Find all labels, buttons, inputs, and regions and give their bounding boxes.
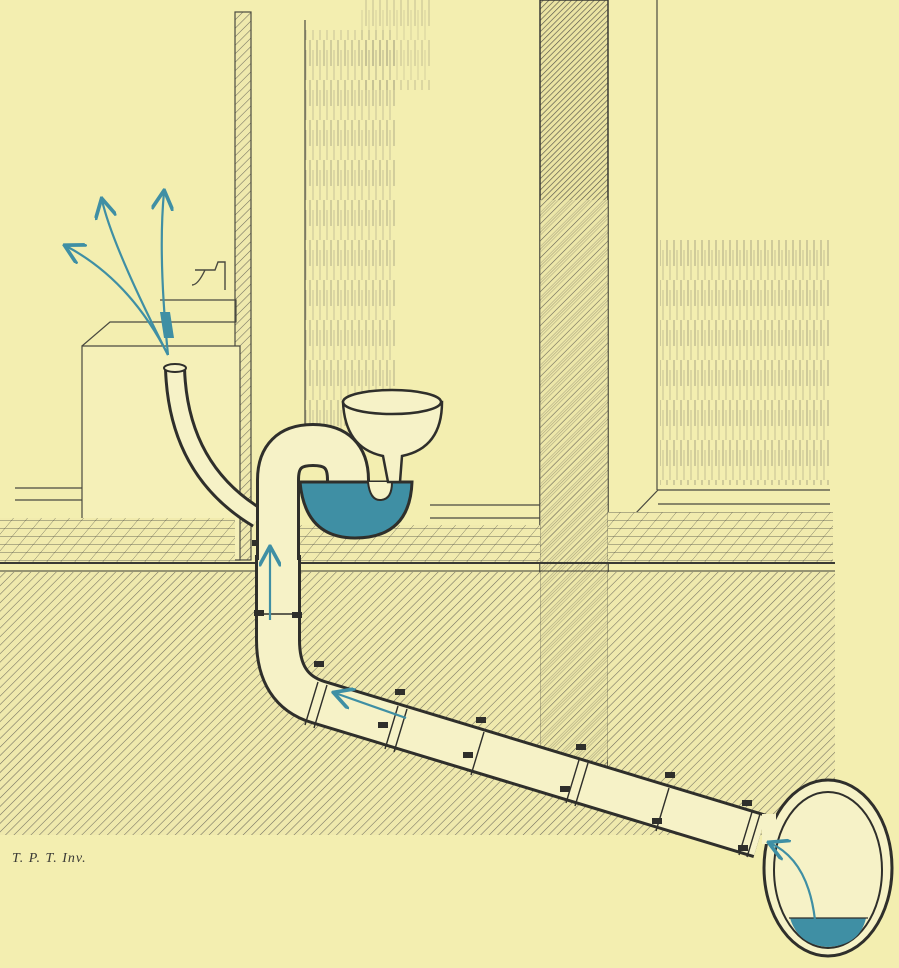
floor-tiles-left [0, 518, 235, 562]
joint-block [378, 722, 388, 728]
pipe-entry-gap [762, 814, 776, 844]
floor-tiles-right [608, 512, 833, 562]
joint-block [560, 786, 570, 792]
wall-shading-left [305, 30, 395, 450]
joint-block [395, 689, 405, 695]
joint-block [254, 610, 264, 616]
waste-pipe-mouth [164, 364, 186, 372]
joint-block [292, 612, 302, 618]
joint-block [665, 772, 675, 778]
central-column-light-band [540, 200, 608, 760]
joint-block [314, 661, 324, 667]
figure-caption: T. P. T. Inv. [12, 851, 87, 867]
joint-block [463, 752, 473, 758]
joint-block [742, 800, 752, 806]
joint-block [738, 845, 748, 851]
joint-block [652, 818, 662, 824]
wall-shading-right [660, 240, 830, 485]
basin-rim [343, 390, 441, 414]
earth-fill [0, 572, 835, 835]
joint-block [576, 744, 586, 750]
joint-block [476, 717, 486, 723]
wall-shading-top [360, 0, 430, 90]
